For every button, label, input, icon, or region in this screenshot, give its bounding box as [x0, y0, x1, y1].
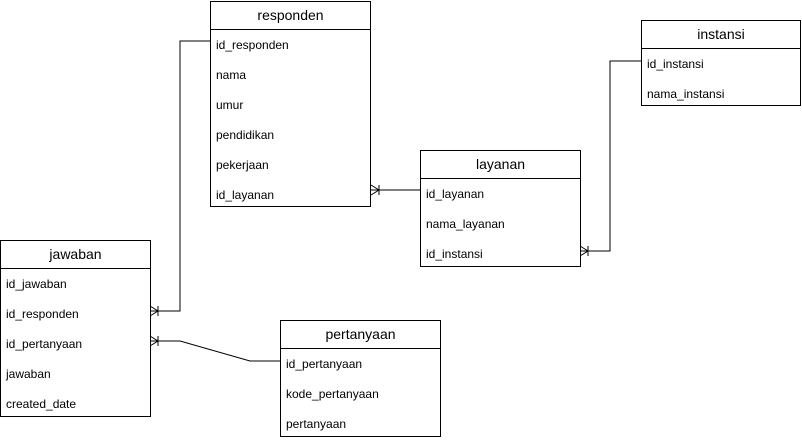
- crowfoot-jawaban-id-responden: [149, 305, 159, 317]
- crowfoot-layanan-id-instansi: [579, 245, 589, 257]
- field-jawaban: jawaban: [6, 367, 51, 381]
- field-created-date: created_date: [6, 397, 77, 411]
- field-id-instansi: id_instansi: [647, 57, 704, 71]
- entity-jawaban[interactable]: jawaban id_jawaban id_responden id_perta…: [0, 240, 151, 417]
- relation-responden-jawaban: [150, 40, 210, 312]
- field-id-pertanyaan: id_pertanyaan: [286, 357, 363, 371]
- crowfoot-jawaban-id-pertanyaan: [149, 335, 159, 347]
- entity-title: instansi: [642, 21, 800, 49]
- field-nama-instansi: nama_instansi: [647, 87, 725, 101]
- field-id-instansi: id_instansi: [426, 247, 483, 261]
- field-nama: nama: [216, 68, 247, 82]
- field-umur: umur: [216, 98, 244, 112]
- entity-instansi[interactable]: instansi id_instansi nama_instansi: [641, 20, 801, 106]
- field-id-pertanyaan: id_pertanyaan: [6, 337, 83, 351]
- field-id-jawaban: id_jawaban: [6, 277, 67, 291]
- entity-layanan[interactable]: layanan id_layanan nama_layanan id_insta…: [420, 150, 581, 267]
- field-pendidikan: pendidikan: [216, 128, 275, 142]
- field-nama-layanan: nama_layanan: [426, 217, 505, 231]
- entity-title: responden: [211, 2, 370, 30]
- field-pertanyaan: pertanyaan: [286, 417, 347, 431]
- entity-responden[interactable]: responden id_responden nama umur pendidi…: [210, 1, 371, 207]
- entity-title: layanan: [421, 151, 580, 179]
- entity-pertanyaan[interactable]: pertanyaan id_pertanyaan kode_pertanyaan…: [280, 320, 441, 437]
- field-kode-pertanyaan: kode_pertanyaan: [286, 387, 379, 401]
- field-pekerjaan: pekerjaan: [216, 158, 269, 172]
- field-id-layanan: id_layanan: [216, 188, 275, 202]
- field-id-layanan: id_layanan: [426, 187, 485, 201]
- entity-title: pertanyaan: [281, 321, 440, 349]
- field-id-responden: id_responden: [6, 307, 79, 321]
- crowfoot-responden-id-layanan: [370, 184, 380, 196]
- field-id-responden: id_responden: [216, 38, 289, 52]
- entity-title: jawaban: [1, 241, 150, 269]
- relation-pertanyaan-jawaban: [150, 340, 280, 362]
- relation-instansi-layanan: [580, 60, 641, 252]
